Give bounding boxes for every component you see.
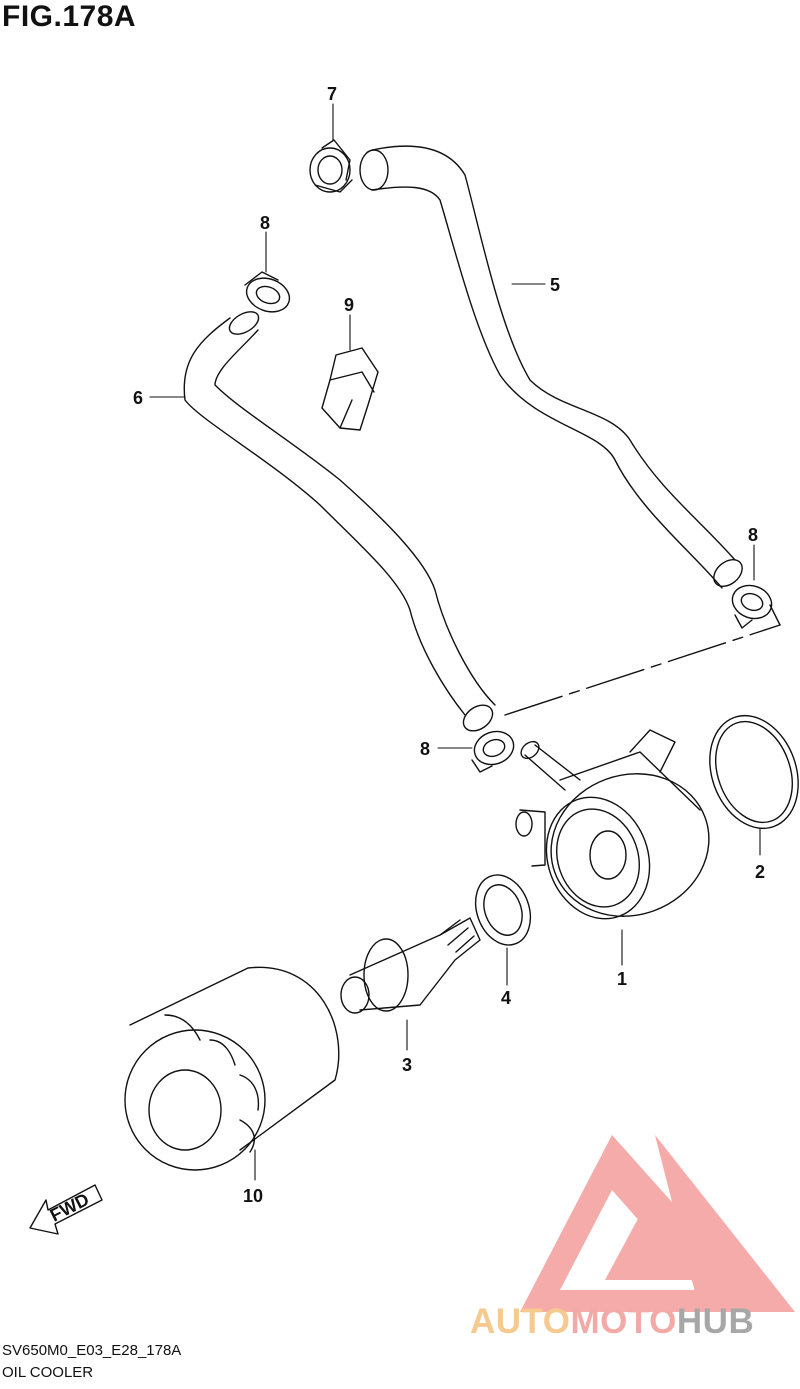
hose-clamp-8-top xyxy=(244,271,291,313)
callout-8-top: 8 xyxy=(260,213,270,233)
watermark-hub: HUB xyxy=(676,1302,755,1341)
callout-10: 10 xyxy=(243,1186,263,1206)
watermark-auto: AUTO xyxy=(470,1302,571,1341)
o-ring-2 xyxy=(709,714,799,830)
fwd-arrow-icon xyxy=(29,1184,103,1235)
leader-lines xyxy=(149,103,761,1181)
callout-6: 6 xyxy=(133,388,143,408)
connection-line xyxy=(504,604,781,716)
union-bolt-3 xyxy=(340,917,481,1014)
callout-2: 2 xyxy=(755,862,765,882)
callout-8-middle: 8 xyxy=(420,739,430,759)
callout-7: 7 xyxy=(327,84,337,104)
watermark-moto: MOTO xyxy=(570,1302,677,1341)
watermark-text: AUTOMOTOHUB xyxy=(470,1302,754,1342)
oil-cooler-1 xyxy=(515,729,710,920)
hose-clamp-8-right xyxy=(731,584,773,629)
callout-5: 5 xyxy=(550,275,560,295)
callout-8-right: 8 xyxy=(748,525,758,545)
callout-3: 3 xyxy=(402,1055,412,1075)
hose-6 xyxy=(183,311,496,732)
callout-1: 1 xyxy=(617,969,627,989)
triangle-m-logo-icon xyxy=(520,1135,795,1312)
hose-clamp-8-middle xyxy=(471,730,515,773)
oil-filter-10 xyxy=(124,966,340,1171)
callout-4: 4 xyxy=(501,988,511,1008)
bracket-9 xyxy=(321,347,379,431)
callout-9: 9 xyxy=(344,295,354,315)
model-code: SV650M0_E03_E28_178A xyxy=(2,1342,182,1359)
gasket-4 xyxy=(474,874,532,946)
section-name: OIL COOLER xyxy=(2,1364,94,1381)
hose-clamp-7 xyxy=(309,139,353,193)
figure-title: FIG.178A xyxy=(2,0,137,33)
fwd-label: FWD xyxy=(47,1189,93,1225)
hose-5 xyxy=(359,145,743,589)
